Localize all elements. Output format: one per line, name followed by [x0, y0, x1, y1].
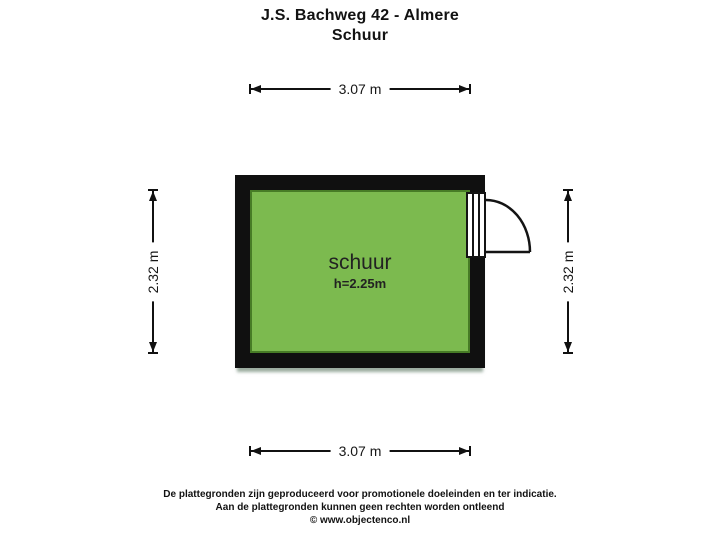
door-frame [466, 192, 486, 258]
footer-disclaimer-line1: De plattegronden zijn geproduceerd voor … [163, 489, 557, 500]
door-frame-line [478, 194, 480, 256]
arrow-left-icon [251, 447, 261, 455]
dimension-end-tick [249, 446, 251, 456]
dimension-end-tick [469, 84, 471, 94]
room-name-label: schuur [328, 251, 392, 274]
door-frame-line [472, 194, 474, 256]
dimension-end-tick [563, 352, 573, 354]
dimension-end-tick [249, 84, 251, 94]
footer-disclaimer-line2: Aan de plattegronden kunnen geen rechten… [215, 502, 505, 513]
arrow-right-icon [459, 85, 469, 93]
arrow-down-icon [564, 342, 572, 352]
arrow-left-icon [251, 85, 261, 93]
arrow-down-icon [149, 342, 157, 352]
dimension-end-tick [148, 189, 158, 191]
arrow-up-icon [564, 191, 572, 201]
door-swing-icon [485, 198, 532, 254]
footer-copyright: © www.objectenco.nl [309, 515, 411, 526]
dimension-width-top: 3.07 m [249, 79, 471, 99]
dimension-height-left: 2.32 m [143, 189, 163, 354]
dimension-label: 2.32 m [558, 242, 578, 301]
title-block: J.S. Bachweg 42 - Almere Schuur [0, 6, 720, 46]
dimension-end-tick [563, 189, 573, 191]
footer-block: De plattegronden zijn geproduceerd voor … [0, 488, 720, 527]
room-floor: schuur h=2.25m [250, 190, 470, 353]
dimension-end-tick [469, 446, 471, 456]
room-ceiling-height-label: h=2.25m [333, 276, 387, 291]
dimension-label: 3.07 m [330, 79, 390, 99]
dimension-width-bottom: 3.07 m [249, 441, 471, 461]
arrow-right-icon [459, 447, 469, 455]
dimension-height-right: 2.32 m [558, 189, 578, 354]
room-outer-wall: schuur h=2.25m [235, 175, 485, 368]
dimension-label: 2.32 m [143, 242, 163, 301]
dimension-label: 3.07 m [330, 441, 390, 461]
arrow-up-icon [149, 191, 157, 201]
page-subtitle: Schuur [331, 27, 389, 44]
dimension-end-tick [148, 352, 158, 354]
page-title: J.S. Bachweg 42 - Almere [260, 7, 460, 24]
